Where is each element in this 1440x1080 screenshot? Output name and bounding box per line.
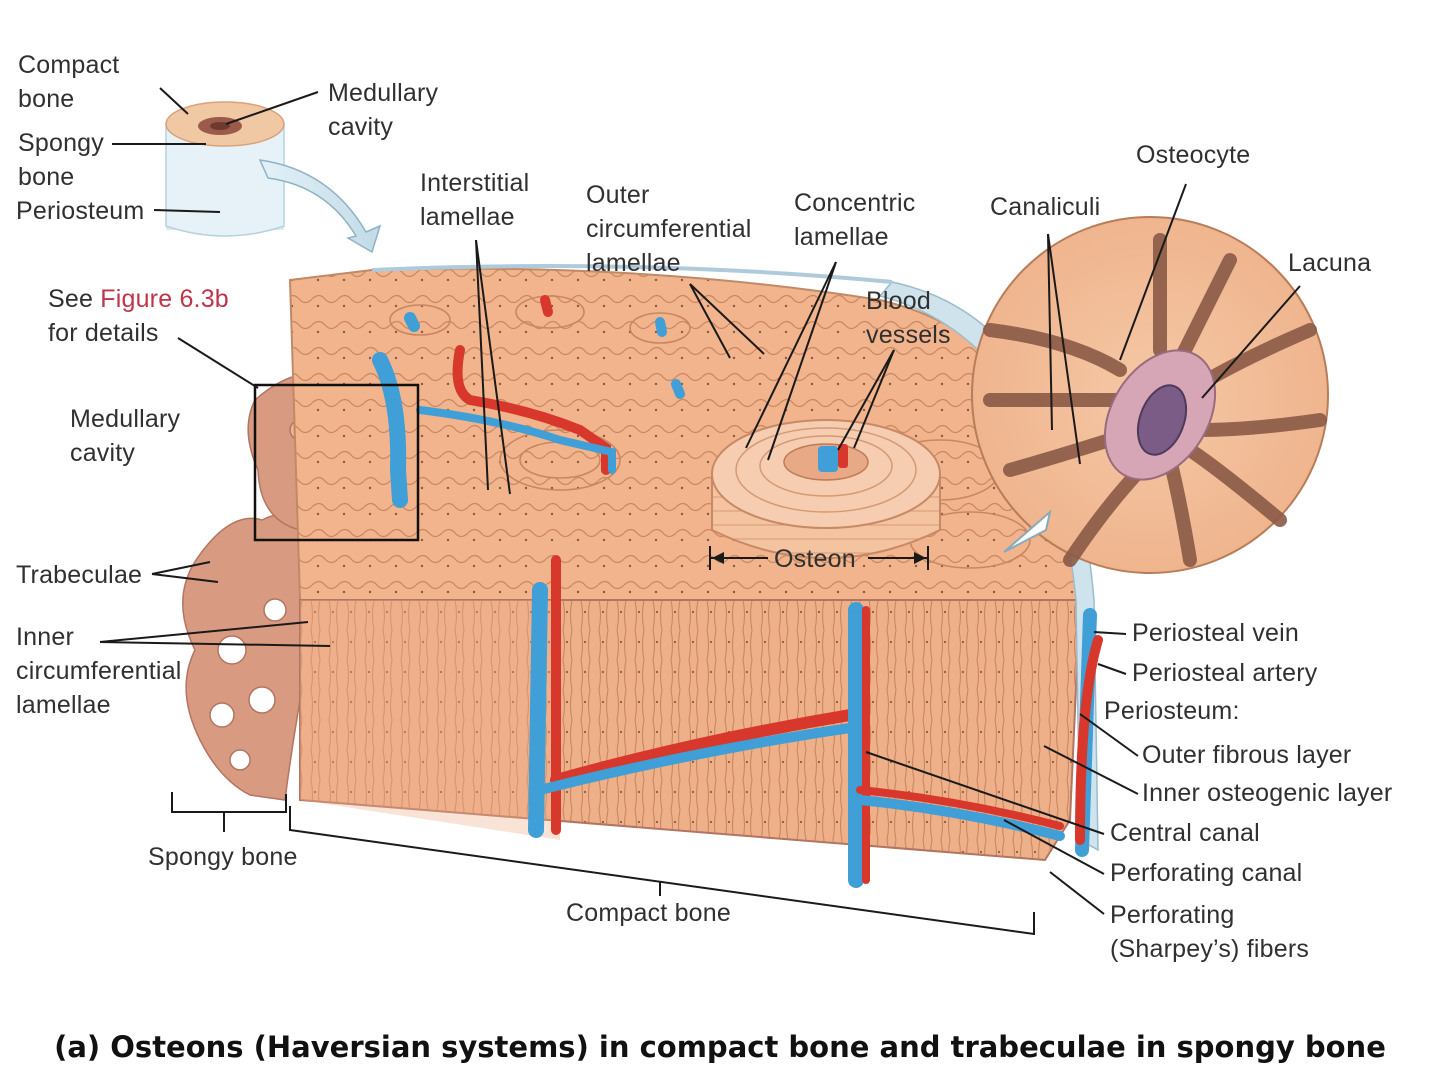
osteon-cylinder bbox=[711, 419, 941, 559]
label-inner-osteogenic-layer: Inner osteogenic layer bbox=[1142, 779, 1393, 807]
label-interstitial-lamellae: Interstitial lamellae bbox=[420, 169, 530, 231]
figure-reference: Figure 6.3b bbox=[100, 285, 229, 313]
label-perforating-fibers: Perforating (Sharpey’s) fibers bbox=[1110, 901, 1310, 963]
label-outer-fibrous-layer: Outer fibrous layer bbox=[1142, 741, 1352, 769]
label-see-figure: See Figure 6.3b for details bbox=[48, 285, 229, 347]
label-medullary-cavity: Medullary cavity bbox=[70, 405, 181, 467]
label-osteon: Osteon bbox=[774, 545, 856, 573]
inset-pointer-arrow bbox=[258, 159, 382, 254]
leader-lines bbox=[99, 87, 1301, 936]
label-periosteum: Periosteum: bbox=[1104, 697, 1240, 725]
details-box bbox=[253, 383, 420, 542]
label-periosteal-vein: Periosteal vein bbox=[1132, 619, 1299, 647]
magnify-arrow bbox=[1003, 509, 1052, 553]
label-compact-bone: Compact bone bbox=[566, 899, 731, 927]
label-spongy-bone-inset: Spongy bone bbox=[18, 129, 104, 191]
label-central-canal: Central canal bbox=[1110, 819, 1260, 847]
label-compact-bone-inset: Compact bone bbox=[18, 51, 120, 113]
label-inner-circumferential-lamellae: Inner circumferential lamellae bbox=[16, 623, 182, 719]
label-spongy-bone: Spongy bone bbox=[148, 843, 298, 871]
inset-cylinder-body bbox=[165, 124, 285, 237]
osteocyte-magnified-circle bbox=[971, 216, 1329, 574]
label-perforating-canal: Perforating canal bbox=[1110, 859, 1303, 887]
blood-vessels-network bbox=[372, 295, 1103, 888]
label-osteocyte: Osteocyte bbox=[1136, 141, 1251, 169]
label-lacuna: Lacuna bbox=[1288, 249, 1372, 277]
inset-bone-cylinder bbox=[165, 101, 285, 237]
label-trabeculae: Trabeculae bbox=[16, 561, 143, 589]
label-periosteal-artery: Periosteal artery bbox=[1132, 659, 1318, 687]
label-outer-circumferential-lamellae: Outer circumferential lamellae bbox=[586, 181, 752, 277]
label-blood-vessels: Blood vessels bbox=[866, 287, 951, 349]
label-canaliculi: Canaliculi bbox=[990, 193, 1101, 221]
label-medullary-cavity-inset: Medullary cavity bbox=[328, 79, 439, 141]
label-periosteum-inset: Periosteum bbox=[16, 197, 145, 225]
figure-caption: (a) Osteons (Haversian systems) in compa… bbox=[54, 1030, 1386, 1064]
label-concentric-lamellae: Concentric lamellae bbox=[794, 189, 916, 251]
